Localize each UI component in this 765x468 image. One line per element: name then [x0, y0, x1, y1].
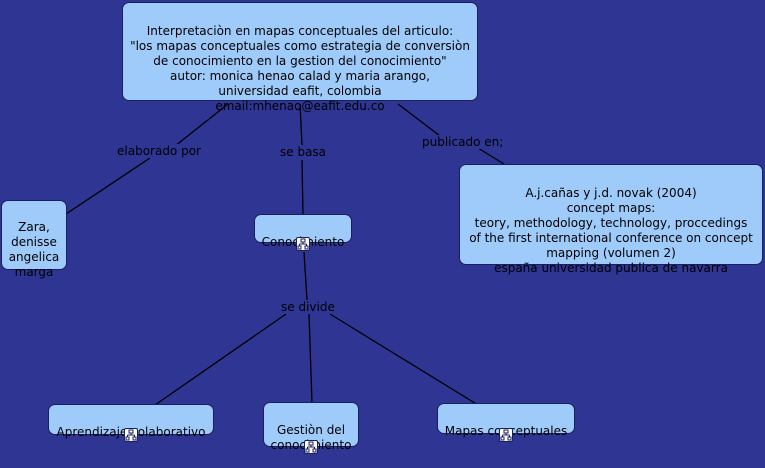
- connector-root-publicado: [397, 103, 441, 137]
- submap-icon[interactable]: [304, 440, 318, 454]
- submap-icon[interactable]: [124, 428, 138, 442]
- connector-conocimiento-sedivide: [303, 251, 308, 301]
- authors-node[interactable]: Zara, denisse angelica marga: [1, 200, 67, 279]
- connector-sedivide-gestion: [308, 313, 313, 404]
- submap-icon[interactable]: [499, 428, 513, 442]
- connector-sedivide-aprendizaje: [154, 313, 287, 406]
- connector-sedivide-mapas: [329, 313, 479, 406]
- connector-root-sebasa: [299, 103, 303, 146]
- connector-publicado-reference: [477, 147, 505, 165]
- connector-sebasa-conocimiento: [301, 159, 304, 216]
- connector-root-elaborado: [169, 103, 229, 151]
- aprendizaje-text: Aprendizaje colaborativo: [56, 425, 206, 439]
- gestion-node[interactable]: Gestiòn del conocimiento: [263, 402, 359, 452]
- link-se-basa[interactable]: se basa: [279, 145, 328, 159]
- connector-elaborado-authors: [65, 157, 151, 215]
- aprendizaje-node[interactable]: Aprendizaje colaborativo: [48, 404, 214, 439]
- authors-text: Zara, denisse angelica marga: [8, 220, 60, 279]
- reference-text: A.j.cañas y j.d. novak (2004) concept ma…: [469, 186, 753, 275]
- submap-icon[interactable]: [296, 237, 310, 251]
- reference-node[interactable]: A.j.cañas y j.d. novak (2004) concept ma…: [459, 164, 763, 275]
- root-concept-node[interactable]: Interpretaciòn en mapas conceptuales del…: [122, 2, 478, 113]
- link-publicado-en[interactable]: publicado en;: [421, 135, 505, 149]
- link-se-divide[interactable]: se divide: [280, 300, 336, 314]
- root-concept-text: Interpretaciòn en mapas conceptuales del…: [130, 24, 470, 113]
- link-elaborado-por[interactable]: elaborado por: [116, 144, 202, 158]
